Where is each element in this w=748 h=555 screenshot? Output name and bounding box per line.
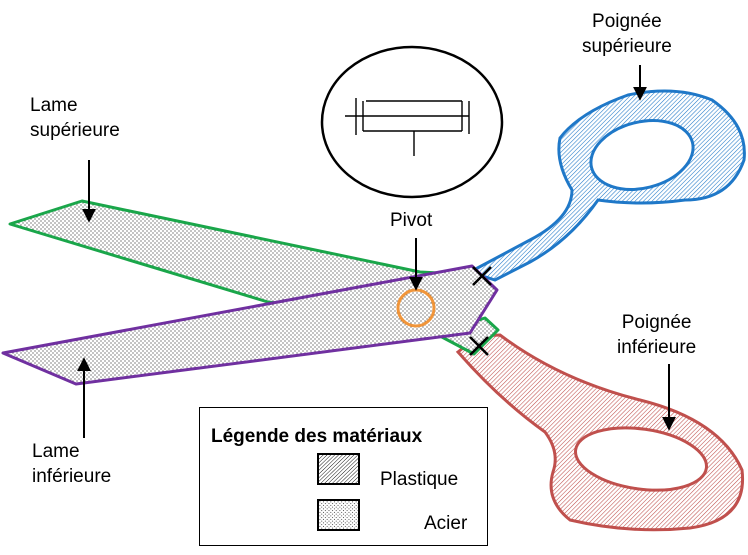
- legend-title: Légende des matériaux: [211, 426, 423, 447]
- label-lower-blade: Lame inférieure: [32, 441, 112, 487]
- legend-label-plastic: Plastique: [380, 469, 459, 490]
- detail-view-icon: [320, 45, 504, 199]
- lower-handle-hole: [574, 426, 708, 492]
- label-lower-handle: Poignée inférieure: [617, 312, 697, 358]
- plastic-swatch: [317, 453, 360, 485]
- lower-blade: [1, 264, 499, 386]
- steel-swatch: [317, 499, 360, 531]
- label-pivot: Pivot: [390, 210, 433, 231]
- materials-legend: Légende des matériaux Plastique Acier: [199, 407, 488, 546]
- upper-rivet-cross: [472, 266, 492, 286]
- legend-label-steel: Acier: [424, 513, 468, 534]
- label-upper-blade: Lame supérieure: [30, 95, 120, 141]
- label-upper-handle: Poignée supérieure: [582, 11, 672, 57]
- upper-handle-hole: [589, 119, 695, 191]
- lower-rivet-cross: [469, 336, 489, 356]
